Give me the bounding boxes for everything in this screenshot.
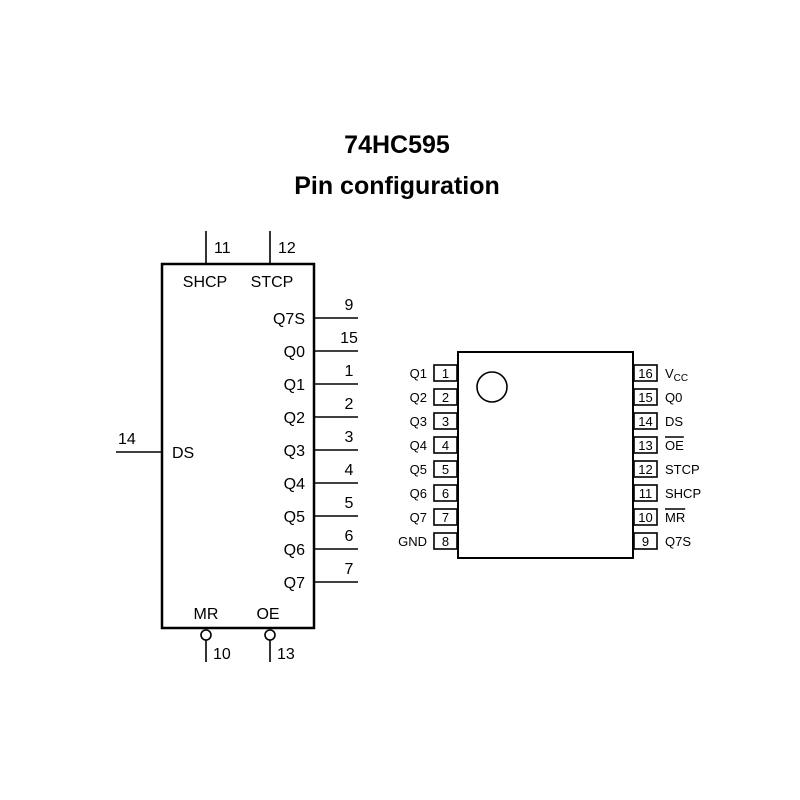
pin-number: 13	[277, 646, 295, 663]
pin-name: Q2	[410, 390, 427, 405]
pin-name: GND	[398, 534, 427, 549]
pin-number: 2	[442, 390, 449, 405]
pin-number: 7	[442, 510, 449, 525]
pin-number: 5	[442, 462, 449, 477]
pin-name: STCP	[251, 274, 294, 291]
pin-number: 8	[442, 534, 449, 549]
logic-symbol-body	[160, 262, 316, 630]
pin-pad	[433, 388, 458, 406]
pin-name: Q6	[284, 542, 305, 559]
pin-number: 6	[442, 486, 449, 501]
pin-number: 3	[345, 429, 354, 446]
pin-number: 12	[638, 462, 652, 477]
pin-number: 1	[345, 363, 354, 380]
pin-name: Q2	[284, 410, 305, 427]
pin-number: 11	[639, 486, 653, 501]
pin-name: Q7S	[273, 311, 305, 328]
pin-name: OE	[665, 438, 684, 453]
pin-number: 14	[638, 414, 652, 429]
pin-number: 10	[213, 646, 231, 663]
pin1-marker-icon	[476, 371, 508, 403]
pin-number: 9	[642, 534, 649, 549]
pin-pad	[433, 364, 458, 382]
pin-name: Q7	[410, 510, 427, 525]
pin-number: 15	[340, 330, 358, 347]
pin-name: Q7S	[665, 534, 691, 549]
pin-name-base: V	[665, 366, 674, 381]
pin-number: 10	[638, 510, 652, 525]
pin-name: Q3	[284, 443, 305, 460]
pin-number: 13	[638, 438, 652, 453]
pin-name: SHCP	[183, 274, 227, 291]
pin-name: Q5	[410, 462, 427, 477]
pin-name: Q4	[410, 438, 427, 453]
pin-pad	[633, 388, 658, 406]
pin-number: 9	[345, 297, 354, 314]
pin-number: 4	[442, 438, 449, 453]
pin-pad	[433, 412, 458, 430]
pin-name: VCC	[665, 366, 688, 384]
package-body	[457, 351, 634, 559]
package-diagram: 1 Q1 2 Q2 3 Q3 4 Q4 5 Q5 6 Q6 7 Q7 8 GND 16 VCC 15 Q0 14 DS 13…	[398, 351, 701, 559]
pin-pad	[633, 460, 658, 478]
pin-number: 7	[345, 561, 354, 578]
pin-pad	[633, 532, 658, 550]
pin-number: 11	[214, 240, 231, 257]
pin-pad	[633, 436, 658, 454]
pin-name: MR	[194, 606, 219, 623]
pin-name: STCP	[665, 462, 700, 477]
pin-pad	[633, 364, 658, 382]
pin-name: MR	[665, 510, 685, 525]
pin-name: Q1	[410, 366, 427, 381]
pin-name-subscript: CC	[674, 373, 688, 384]
pin-pad	[633, 412, 658, 430]
inversion-bubble-icon	[200, 629, 212, 641]
pin-name: Q1	[284, 377, 305, 394]
pin-pad	[633, 508, 658, 526]
pin-number: 15	[638, 390, 652, 405]
pin-pad	[633, 484, 658, 502]
diagram-subtitle: Pin configuration	[294, 172, 500, 200]
pin-pad	[433, 436, 458, 454]
pin-name: Q6	[410, 486, 427, 501]
pin-pad	[433, 460, 458, 478]
pin-number: 12	[278, 240, 296, 257]
pin-name: Q0	[284, 344, 305, 361]
pin-number: 2	[345, 396, 354, 413]
pin-name: Q7	[284, 575, 305, 592]
pin-pad	[433, 508, 458, 526]
pin-pad	[433, 484, 458, 502]
pin-name: Q3	[410, 414, 427, 429]
pin-name: Q4	[284, 476, 305, 493]
inversion-bubble-icon	[264, 629, 276, 641]
pin-number: 3	[442, 414, 449, 429]
pin-number: 16	[638, 366, 652, 381]
pin-number: 14	[118, 431, 136, 448]
pin-name: Q5	[284, 509, 305, 526]
pin-name: DS	[665, 414, 683, 429]
pin-number: 6	[345, 528, 354, 545]
pin-name: OE	[256, 606, 279, 623]
pin-number: 1	[442, 366, 449, 381]
pin-number: 4	[345, 462, 354, 479]
pin-pad	[433, 532, 458, 550]
pin-name: DS	[172, 445, 194, 462]
pin-number: 5	[345, 495, 354, 512]
pin-name: SHCP	[665, 486, 701, 501]
pin-name: Q0	[665, 390, 682, 405]
chip-title: 74HC595	[344, 131, 450, 159]
